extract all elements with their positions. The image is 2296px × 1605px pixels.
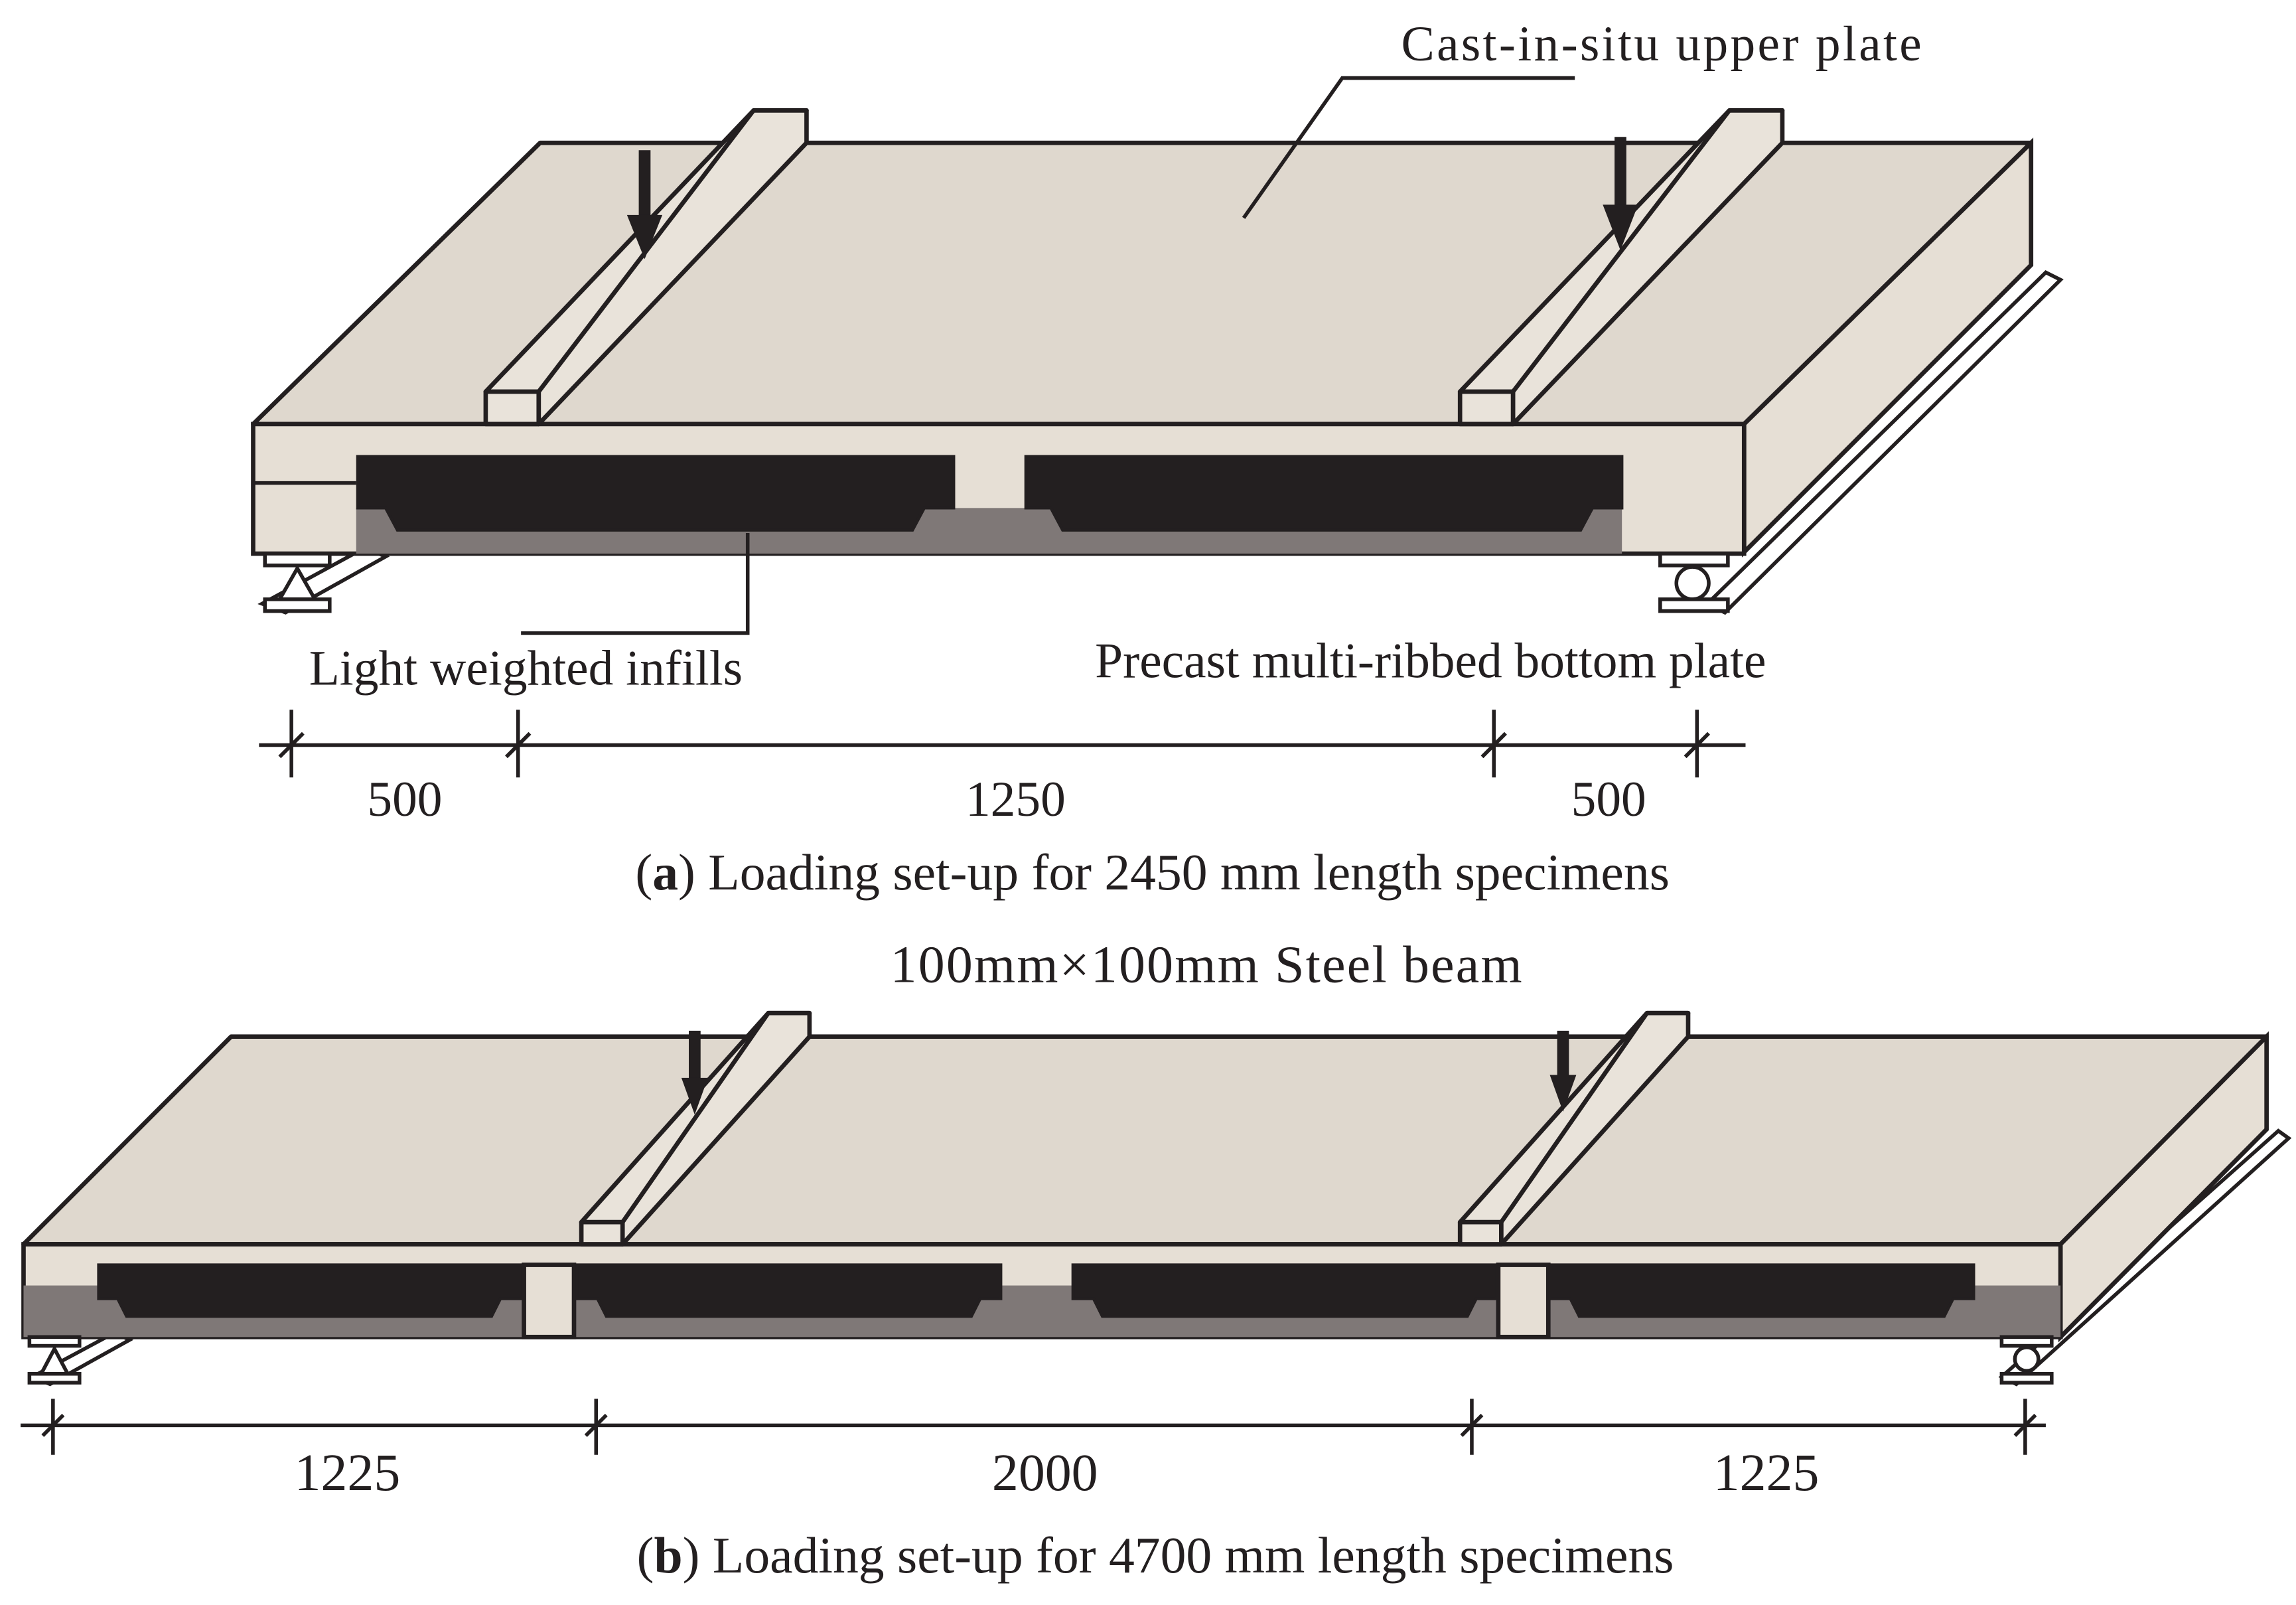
panel-a-caption-letter: a	[652, 844, 678, 901]
panel-b-infill-1	[97, 1263, 524, 1318]
panel-a-caption: (a) Loading set-up for 2450 mm length sp…	[635, 844, 1670, 901]
panel-a-load-arrow-left	[626, 150, 663, 260]
panel-a-label-bottom-plate: Precast multi-ribbed bottom plate	[1095, 633, 1766, 688]
panel-a-label-upper-plate: Cast-in-situ upper plate	[1401, 17, 1924, 72]
panel-a-caption-text: Loading set-up for 2450 mm length specim…	[695, 844, 1670, 901]
panel-b: 100mm×100mm Steel beam	[21, 936, 2292, 1584]
panel-a-label-infills: Light weighted infills	[309, 641, 743, 696]
panel-b-pin-support	[27, 1335, 82, 1385]
panel-b-steel-beam-right	[1457, 1010, 1691, 1247]
panel-a-dim-2: 1250	[966, 772, 1066, 827]
panel-b-load-arrow-left	[681, 1030, 708, 1115]
panel-b-infill-4	[1548, 1263, 1975, 1318]
panel-b-dim-2: 2000	[992, 1444, 1098, 1502]
panel-b-roller-support	[1999, 1335, 2054, 1385]
panel-b-caption-letter: b	[654, 1527, 683, 1584]
panel-b-caption: (b) Loading set-up for 4700 mm length sp…	[637, 1527, 1674, 1584]
panel-b-steel-beam-left	[579, 1010, 812, 1247]
panel-a-dimension-line	[259, 710, 1746, 778]
panel-a-leader-infills	[521, 533, 750, 635]
panel-a-dim-1: 500	[367, 772, 442, 827]
panel-b-label-steel-beam: 100mm×100mm Steel beam	[891, 936, 1524, 994]
panel-b-dim-1: 1225	[295, 1444, 401, 1502]
panel-a-roller-support	[1658, 552, 1730, 613]
panel-a-leader-upper-plate	[1242, 76, 1575, 219]
panel-b-infill-2	[575, 1263, 1003, 1318]
panel-b-slab-top	[21, 1034, 2269, 1247]
panel-b-caption-text: Loading set-up for 4700 mm length specim…	[700, 1527, 1674, 1584]
panel-a-infill-right	[1024, 455, 1624, 532]
panel-b-load-arrow-right	[1549, 1030, 1577, 1112]
panel-b-dimension-line	[21, 1399, 2046, 1455]
panel-a-infill-left	[356, 455, 956, 532]
panel-a: Cast-in-situ upper plate Light weighted …	[251, 17, 2064, 901]
panel-b-infill-3	[1071, 1263, 1498, 1318]
panel-b-dim-3: 1225	[1713, 1444, 1820, 1502]
panel-a-load-arrow-right	[1603, 137, 1638, 251]
panel-a-dim-3: 500	[1571, 772, 1646, 827]
panel-a-steel-beam-right	[1457, 108, 1785, 427]
panel-a-pin-support	[263, 552, 332, 613]
